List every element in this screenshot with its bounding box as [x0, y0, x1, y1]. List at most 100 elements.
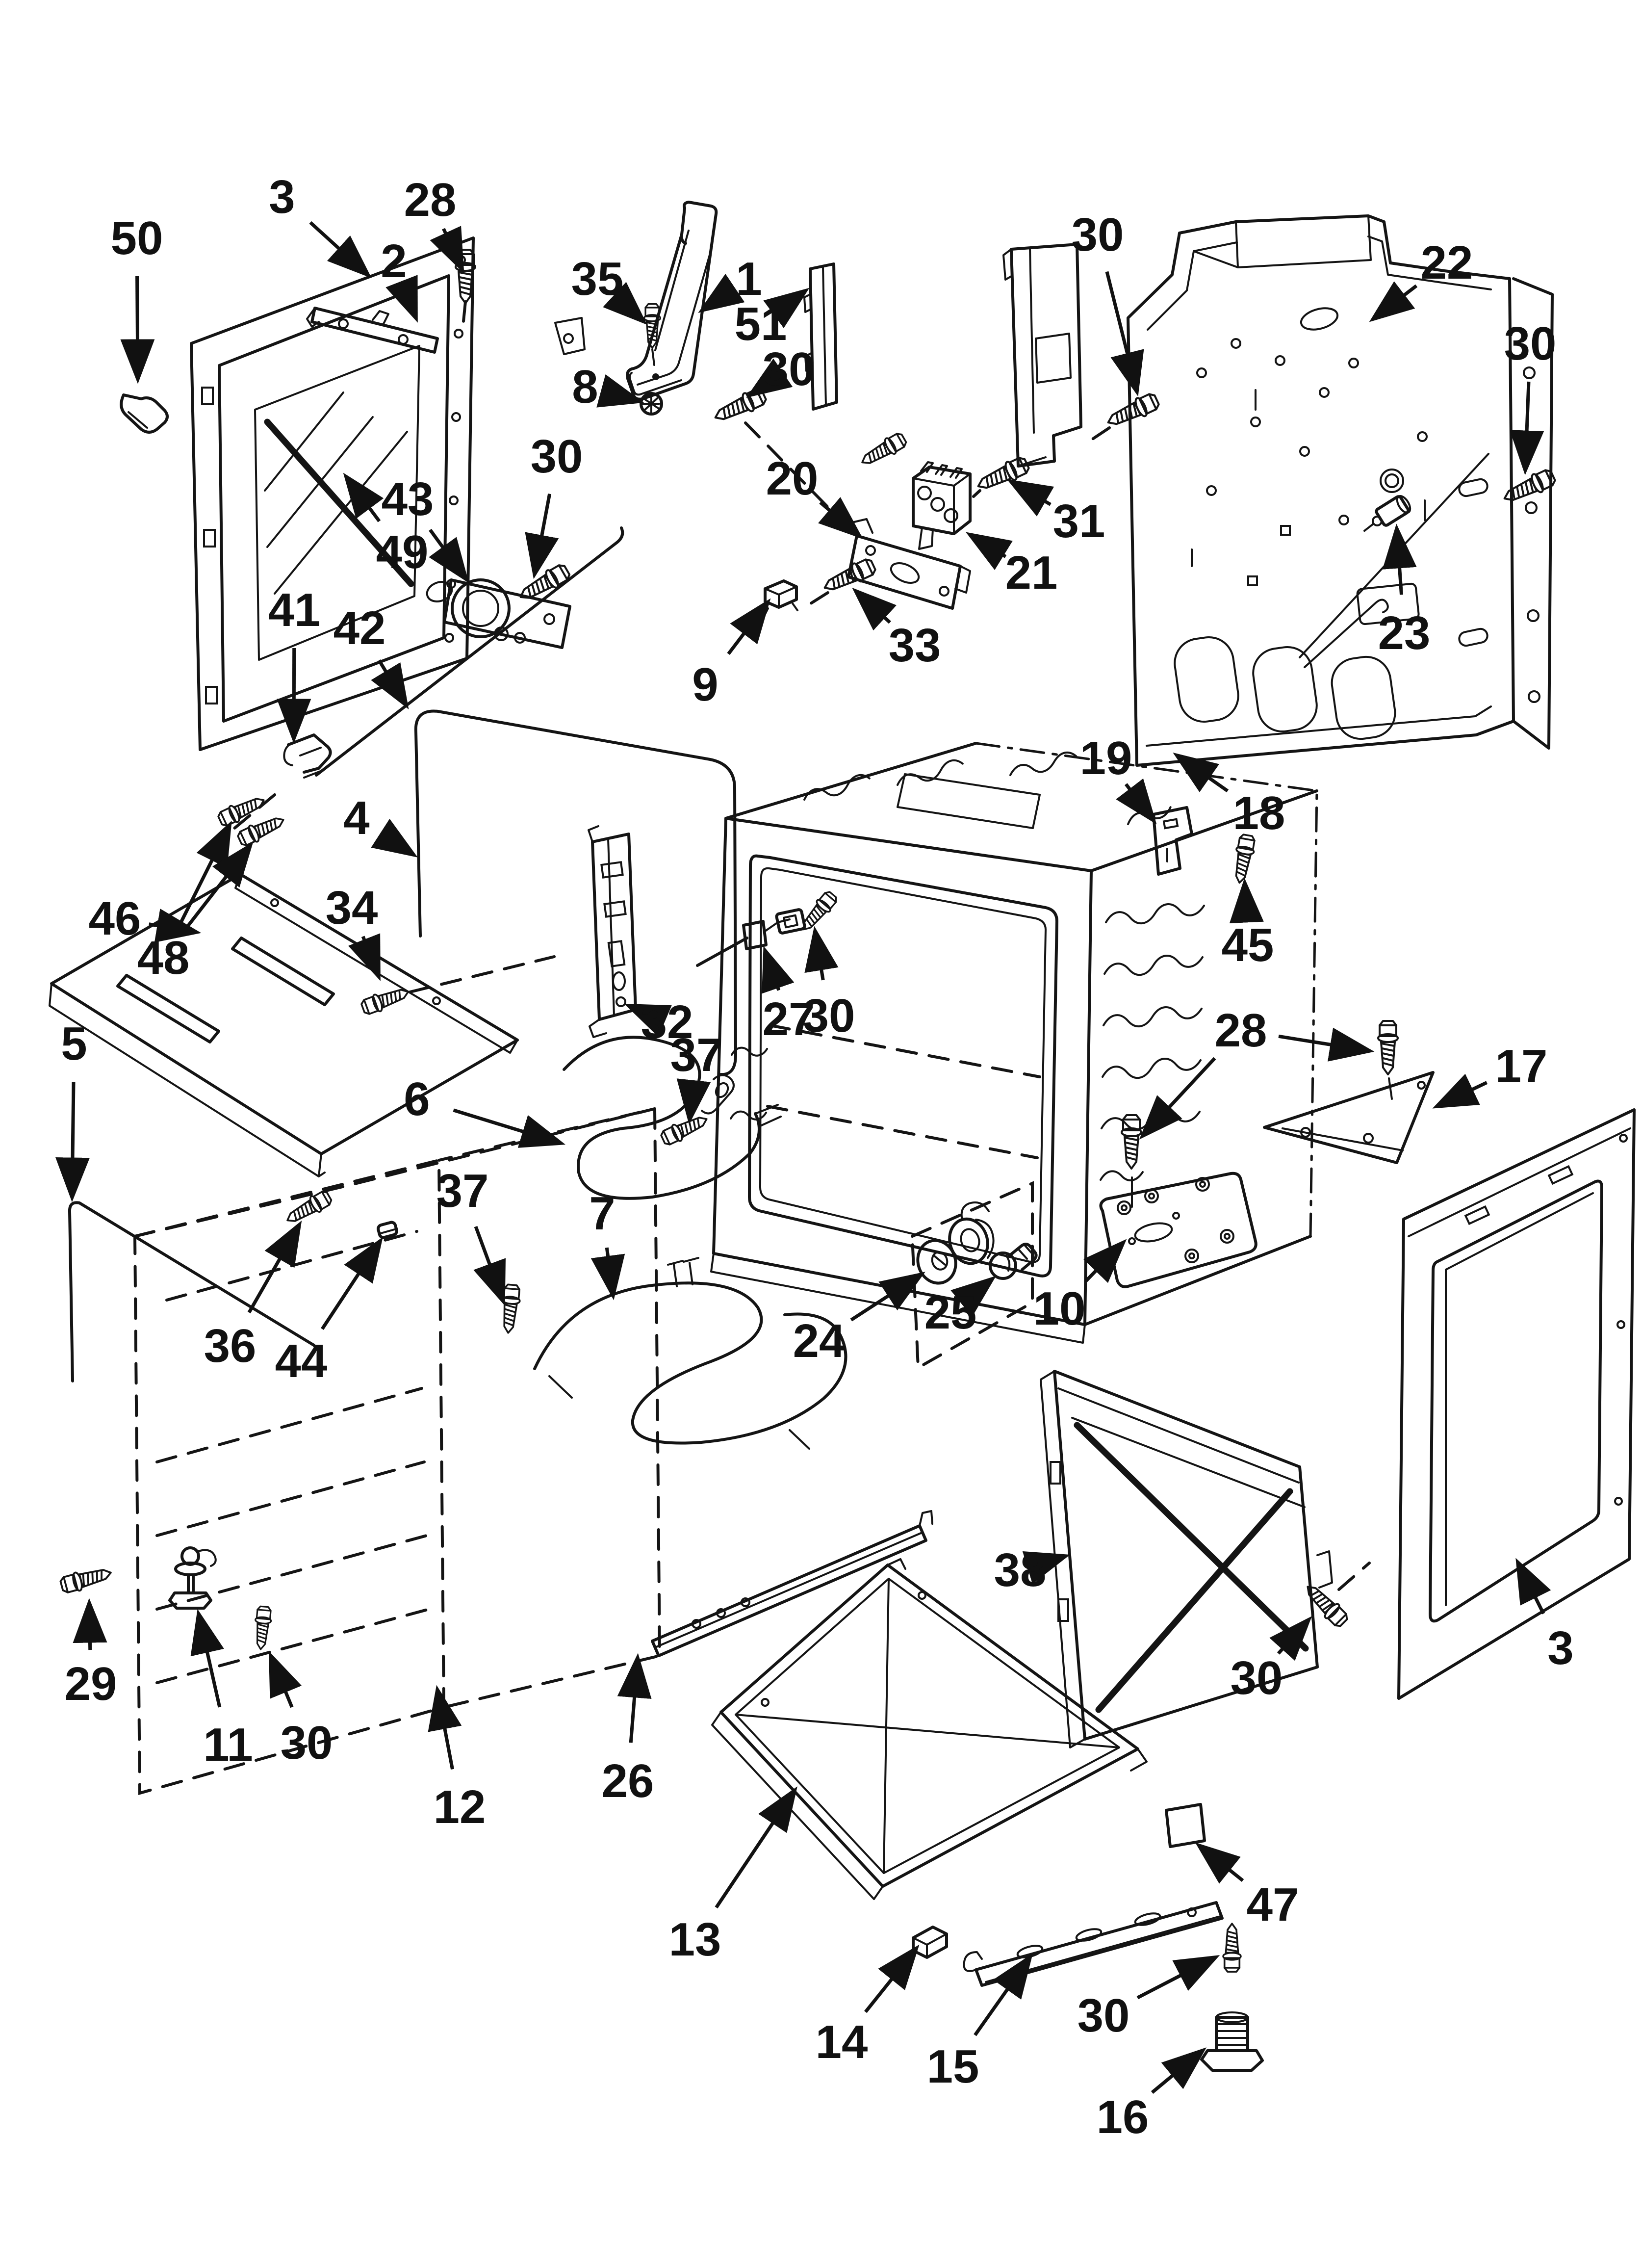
oven-cavity — [710, 742, 1318, 1344]
callout-3: 3 — [1515, 1558, 1574, 1674]
lamp-kit — [910, 1181, 1038, 1371]
part-number-31: 31 — [1053, 495, 1105, 547]
part-number-30: 30 — [531, 430, 583, 483]
part-number-48: 48 — [137, 932, 190, 984]
part-number-19: 19 — [1080, 732, 1132, 784]
callout-37: 37 — [436, 1165, 506, 1306]
part-number-1: 1 — [736, 253, 762, 305]
part-number-12: 12 — [434, 1781, 486, 1833]
callout-4: 4 — [343, 792, 418, 858]
callout-7: 7 — [589, 1187, 625, 1301]
guide — [972, 489, 981, 498]
part-number-41: 41 — [268, 584, 321, 636]
retainer-clip-50 — [120, 393, 169, 434]
part-number-34: 34 — [326, 882, 378, 934]
pad-47 — [1165, 1803, 1206, 1848]
part-number-24: 24 — [793, 1315, 846, 1367]
part-number-23: 23 — [1378, 607, 1431, 659]
callout-43: 43 — [382, 473, 469, 583]
cap-44 — [377, 1221, 398, 1239]
guide — [1337, 1562, 1371, 1591]
part-number-30: 30 — [1504, 317, 1557, 370]
callout-30: 30 — [746, 343, 815, 398]
part-number-16: 16 — [1097, 2091, 1149, 2143]
corner-gusset-17 — [1263, 1071, 1435, 1164]
callout-26: 26 — [602, 1653, 654, 1807]
callout-42: 42 — [334, 602, 409, 709]
callout-47: 47 — [1195, 1842, 1299, 1931]
callout-17: 17 — [1432, 1040, 1548, 1109]
callout-25: 25 — [924, 1276, 997, 1339]
part-number-21: 21 — [1005, 547, 1058, 599]
part-number-17: 17 — [1495, 1040, 1548, 1093]
callout-37: 37 — [670, 1029, 723, 1125]
callout-8: 8 — [572, 361, 644, 413]
part-number-3: 3 — [269, 171, 295, 223]
part-number-35: 35 — [571, 253, 624, 305]
part-number-37: 37 — [670, 1029, 723, 1081]
callout-31: 31 — [1006, 479, 1105, 547]
part-number-30: 30 — [803, 990, 855, 1042]
callout-30: 30 — [1072, 209, 1144, 397]
wire-trim-5 — [68, 1201, 322, 1382]
grommet-8 — [640, 392, 663, 416]
callout-2: 2 — [381, 235, 418, 323]
callout-16: 16 — [1097, 2047, 1207, 2143]
part-number-45: 45 — [1222, 919, 1274, 971]
callout-20: 20 — [766, 452, 863, 539]
part-number-13: 13 — [669, 1913, 721, 1966]
part-number-18: 18 — [1233, 787, 1285, 839]
callout-24: 24 — [793, 1272, 925, 1367]
callout-33: 33 — [852, 587, 941, 672]
screw-guide — [1087, 426, 1111, 443]
spacer-23 — [1363, 495, 1411, 532]
part-number-29: 29 — [65, 1658, 117, 1710]
callout-9: 9 — [692, 598, 771, 711]
part-number-4: 4 — [343, 792, 369, 844]
screw-28-guide — [462, 300, 467, 323]
part-number-27: 27 — [763, 993, 815, 1045]
door-gasket-4 — [414, 709, 737, 1076]
mounting-plate-10 — [1099, 1172, 1257, 1288]
callout-30: 30 — [1504, 317, 1557, 475]
part-number-47: 47 — [1247, 1878, 1299, 1931]
callout-46: 46 — [89, 892, 202, 945]
part-number-30: 30 — [1078, 1989, 1130, 2042]
part-number-22: 22 — [1421, 236, 1473, 289]
part-number-51: 51 — [735, 298, 787, 350]
part-number-15: 15 — [927, 2040, 979, 2093]
callout-10: 10 — [1033, 1239, 1127, 1335]
part-number-43: 43 — [382, 473, 434, 525]
latch-rod-42 — [315, 526, 624, 777]
rear-panel-22 — [1127, 214, 1515, 767]
part-number-7: 7 — [589, 1187, 615, 1240]
callout-19: 19 — [1080, 732, 1157, 825]
callout-3: 3 — [269, 171, 372, 279]
callout-30: 30 — [1078, 1955, 1220, 2042]
part-number-30: 30 — [281, 1717, 333, 1769]
callout-44: 44 — [275, 1237, 383, 1387]
callout-12: 12 — [428, 1685, 486, 1833]
part-number-6: 6 — [404, 1073, 430, 1125]
guide — [409, 955, 556, 993]
callout-29: 29 — [65, 1598, 117, 1710]
part-number-49: 49 — [376, 526, 429, 578]
part-number-25: 25 — [924, 1286, 977, 1339]
part-number-36: 36 — [204, 1320, 257, 1372]
callout-36: 36 — [204, 1220, 302, 1372]
terminal-block-21 — [912, 461, 972, 550]
part-number-28: 28 — [404, 174, 457, 226]
part-number-50: 50 — [111, 212, 163, 264]
part-number-37: 37 — [436, 1165, 489, 1217]
callout-23: 23 — [1378, 523, 1431, 659]
callout-5: 5 — [55, 1017, 90, 1202]
rod-clip-41 — [283, 733, 332, 779]
bake-element-7 — [533, 1257, 847, 1450]
guide — [808, 591, 829, 606]
callout-30: 30 — [268, 1651, 333, 1769]
part-number-3: 3 — [1547, 1622, 1573, 1674]
screw-35-guide — [651, 348, 655, 366]
guide — [1388, 1077, 1393, 1100]
